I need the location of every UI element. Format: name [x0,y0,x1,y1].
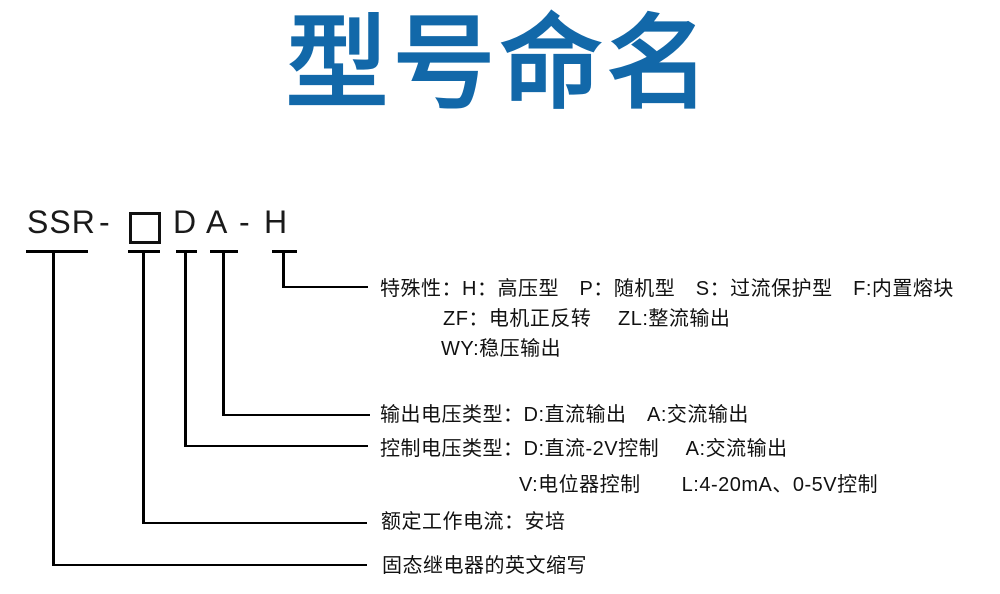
connector-vertical-a [222,250,225,416]
model-code-special: H [264,204,289,240]
model-code-placeholder-box [129,212,161,244]
legend-rated-current: 额定工作电流：安培 [381,511,566,533]
connector-vertical-ssr [52,250,55,566]
legend-control-voltage-line1: 控制电压类型：D:直流-2V控制 A:交流输出 [380,438,788,460]
connector-bar-h [272,250,297,253]
legend-special-line1: 特殊性：H：高压型 P：随机型 S：过流保护型 F:内置熔块 [380,278,954,300]
connector-bar-ssr [26,250,88,253]
legend-output-voltage: 输出电压类型：D:直流输出 A:交流输出 [380,404,749,426]
model-code-dash: - [99,204,111,240]
connector-vertical-box [142,250,145,524]
legend-control-voltage-line2: V:电位器控制 L:4-20mA、0-5V控制 [519,474,879,496]
connector-lead-d [184,444,368,447]
connector-vertical-h [282,250,285,288]
legend-special-line3: WY:稳压输出 [441,338,562,360]
connector-lead-h [282,285,368,288]
page-title: 型号命名 [286,7,714,121]
model-code-control-type: D [173,204,198,240]
model-code-prefix: SSR [27,204,96,240]
model-code-output-type: A [206,204,229,240]
legend-ssr-meaning: 固态继电器的英文缩写 [382,555,587,577]
connector-bar-d [176,250,197,253]
connector-lead-a [222,413,370,416]
model-code-dash: - [239,204,251,240]
connector-lead-box [142,521,367,524]
connector-vertical-d [184,250,187,447]
legend-special-line2: ZF：电机正反转 ZL:整流输出 [443,308,731,330]
connector-lead-ssr [52,563,367,566]
